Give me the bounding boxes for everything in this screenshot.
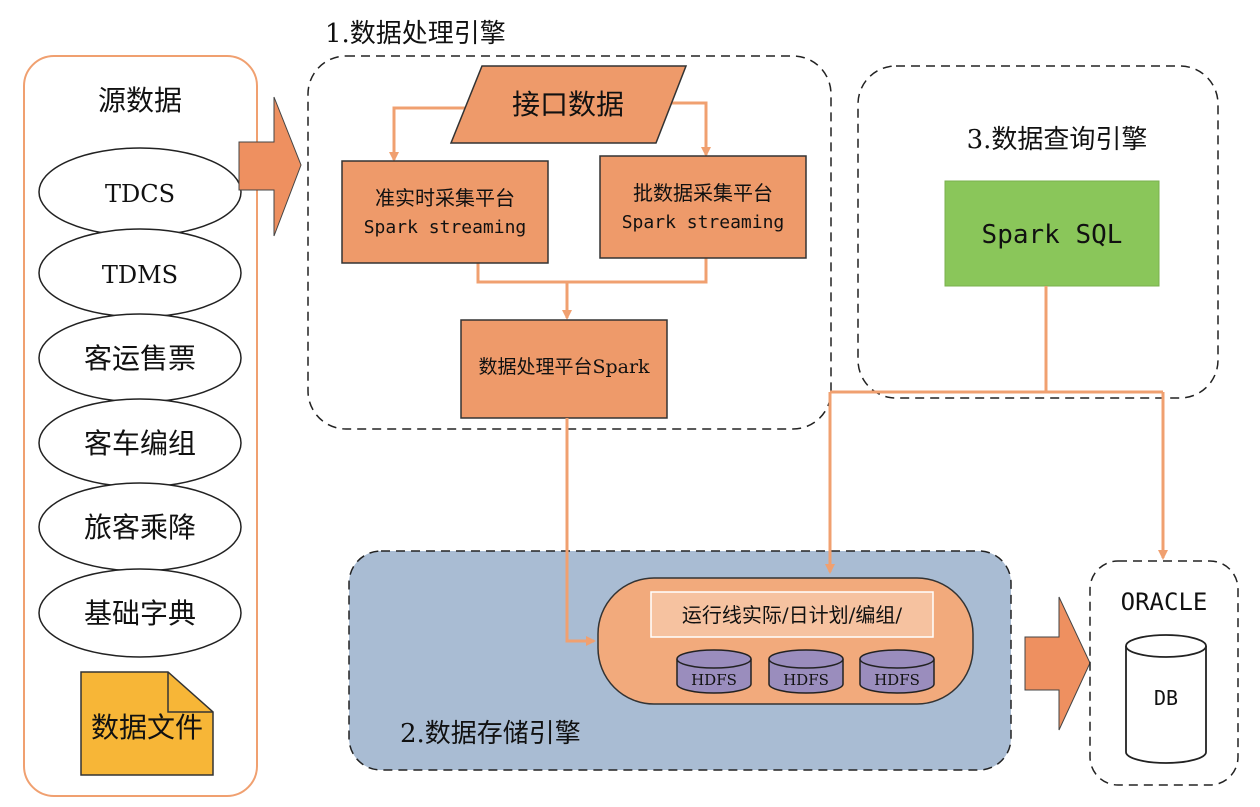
processing-platform-node — [460, 319, 668, 419]
source-item-label: 客运售票 — [84, 342, 196, 375]
hdfs-label: HDFS — [783, 671, 829, 689]
realtime-platform-node — [341, 160, 549, 264]
data-file-icon — [80, 671, 214, 776]
processing-platform-label: 数据处理平台Spark — [478, 356, 650, 378]
interface-data-label: 接口数据 — [512, 88, 624, 121]
data-file-fold — [167, 672, 213, 713]
oracle-panel — [1089, 560, 1239, 786]
connector-line — [389, 106, 471, 162]
source-item-label: TDCS — [105, 180, 175, 208]
source-title: 源数据 — [98, 84, 182, 117]
interface-data-node — [449, 65, 688, 144]
batch-platform-subtitle: Spark streaming — [622, 212, 785, 233]
engine3-title: 3.数据查询引擎 — [967, 125, 1148, 155]
source-item-label: 客车编组 — [84, 427, 196, 460]
hdfs-cylinder: HDFS — [768, 649, 844, 694]
oracle-title: ORACLE — [1121, 588, 1208, 616]
source-item-label: 基础字典 — [84, 597, 196, 630]
realtime-platform-subtitle: Spark streaming — [364, 217, 527, 238]
hdfs-label: HDFS — [874, 671, 920, 689]
source-item-label: 旅客乘降 — [84, 511, 196, 544]
connector-line — [565, 418, 596, 646]
hdfs-label: HDFS — [691, 671, 737, 689]
realtime-platform-title: 准实时采集平台 — [375, 186, 515, 210]
connector-line — [476, 258, 708, 284]
engine1-title: 1.数据处理引擎 — [325, 19, 506, 49]
source-to-engine-arrow — [238, 96, 302, 237]
source-item-label: TDMS — [102, 261, 178, 289]
batch-platform-node — [599, 155, 807, 259]
data-file-label: 数据文件 — [91, 711, 203, 744]
storage-label-box — [650, 591, 934, 638]
hdfs-cylinder: HDFS — [676, 649, 752, 694]
hdfs-cylinder: HDFS — [859, 649, 935, 694]
storage-to-oracle-arrow — [1024, 596, 1091, 731]
batch-platform-title: 批数据采集平台 — [633, 181, 773, 205]
spark-sql-label: Spark SQL — [982, 220, 1123, 250]
engine2-title: 2.数据存储引擎 — [400, 719, 581, 749]
spark-sql-node — [944, 180, 1160, 287]
db-label: DB — [1154, 686, 1178, 710]
storage-label: 运行线实际/日计划/编组/ — [682, 603, 902, 627]
engine3-panel — [857, 65, 1219, 399]
source-item-dictionary — [38, 568, 242, 658]
db-cylinder — [1125, 634, 1207, 764]
engine1-panel — [307, 55, 832, 430]
